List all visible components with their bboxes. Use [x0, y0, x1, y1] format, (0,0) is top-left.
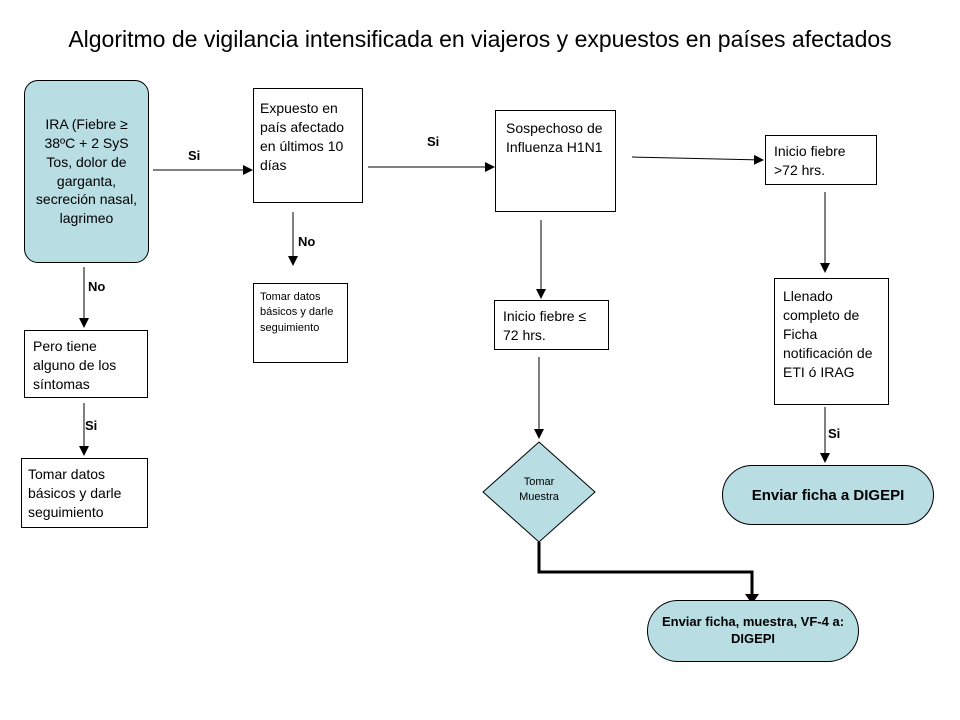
node-enviar-digepi-text: Enviar ficha a DIGEPI [751, 486, 905, 504]
node-pero-tiene-text: Pero tiene alguno de los síntomas [33, 338, 117, 392]
arrow-sospechoso-to-inicio-mayor [631, 154, 764, 165]
node-expuesto: Expuesto en país afectado en últimos 10 … [253, 88, 363, 203]
page-title: Algoritmo de vigilancia intensificada en… [68, 26, 892, 52]
node-tomar-datos-2-text: Tomar datos básicos y darle seguimiento [260, 291, 334, 334]
node-tomar-datos-1: Tomar datos básicos y darle seguimiento [21, 458, 148, 528]
node-sospechoso: Sospechoso de Influenza H1N1 [495, 110, 616, 212]
arrow-muestra-to-enviar-ficha [537, 542, 754, 596]
node-pero-tiene: Pero tiene alguno de los síntomas [24, 330, 148, 398]
node-ira-text: IRA (Fiebre ≥ 38ºC + 2 SyS Tos, dolor de… [35, 115, 138, 227]
node-sospechoso-text: Sospechoso de Influenza H1N1 [506, 120, 603, 155]
node-tomar-muestra-label: Tomar Muestra [519, 476, 559, 503]
node-llenado-text: Llenado completo de Ficha notificación d… [783, 288, 873, 380]
node-tomar-datos-1-text: Tomar datos básicos y darle seguimiento [28, 466, 122, 520]
node-ira: IRA (Fiebre ≥ 38ºC + 2 SyS Tos, dolor de… [24, 80, 149, 263]
node-enviar-ficha-muestra-text: Enviar ficha, muestra, VF-4 a: DIGEPI [661, 614, 845, 646]
node-expuesto-text: Expuesto en país afectado en últimos 10 … [260, 100, 345, 173]
node-tomar-datos-2: Tomar datos básicos y darle seguimiento [253, 283, 348, 363]
node-enviar-ficha-muestra: Enviar ficha, muestra, VF-4 a: DIGEPI [647, 600, 859, 662]
node-inicio-fiebre-menor-text: Inicio fiebre ≤ 72 hrs. [503, 308, 587, 343]
arrowhead-enviar-ficha [745, 594, 759, 604]
label-si-expuesto: Si [427, 134, 440, 149]
label-si-ira: Si [188, 148, 201, 163]
node-inicio-fiebre-mayor: Inicio fiebre >72 hrs. [765, 135, 877, 185]
tomar-muestra-diamond [482, 441, 596, 543]
node-inicio-fiebre-menor: Inicio fiebre ≤ 72 hrs. [494, 300, 609, 350]
node-llenado: Llenado completo de Ficha notificación d… [774, 278, 889, 405]
label-si-llenado: Si [828, 426, 841, 441]
label-no-expuesto: No [298, 234, 316, 249]
node-inicio-fiebre-mayor-text: Inicio fiebre >72 hrs. [774, 143, 846, 178]
label-no-ira: No [88, 279, 106, 294]
node-enviar-digepi: Enviar ficha a DIGEPI [722, 465, 934, 525]
label-si-pero-tiene: Si [85, 418, 98, 433]
